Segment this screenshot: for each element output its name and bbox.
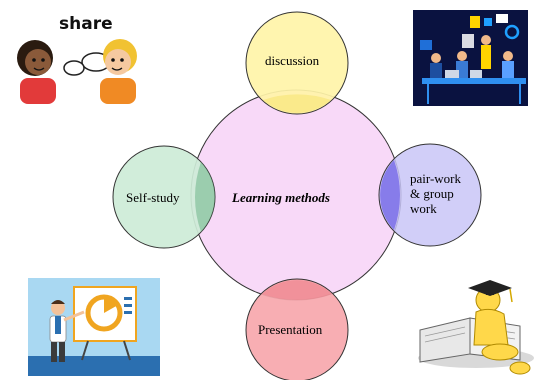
bottom-overlap: [262, 280, 332, 301]
left-circle: [112, 145, 216, 249]
reading-graduate-icon: [418, 280, 534, 375]
share-conversation-icon: [17, 39, 137, 104]
bottom-circle: [245, 278, 349, 380]
share-caption: share: [59, 14, 113, 34]
presenter-chart-icon: [28, 278, 160, 376]
pair-work-label: pair-work & group work: [410, 171, 461, 216]
self-study-label: Self-study: [126, 190, 180, 205]
right-overlap: [380, 160, 401, 230]
top-overlap: [263, 94, 331, 113]
center-label: Learning methods: [232, 190, 330, 205]
left-overlap: [194, 162, 215, 232]
presentation-label: Presentation: [258, 322, 323, 337]
right-circle: [378, 143, 482, 247]
top-circle: [245, 11, 349, 115]
team-meeting-icon: [413, 10, 528, 106]
discussion-label: discussion: [265, 53, 320, 68]
